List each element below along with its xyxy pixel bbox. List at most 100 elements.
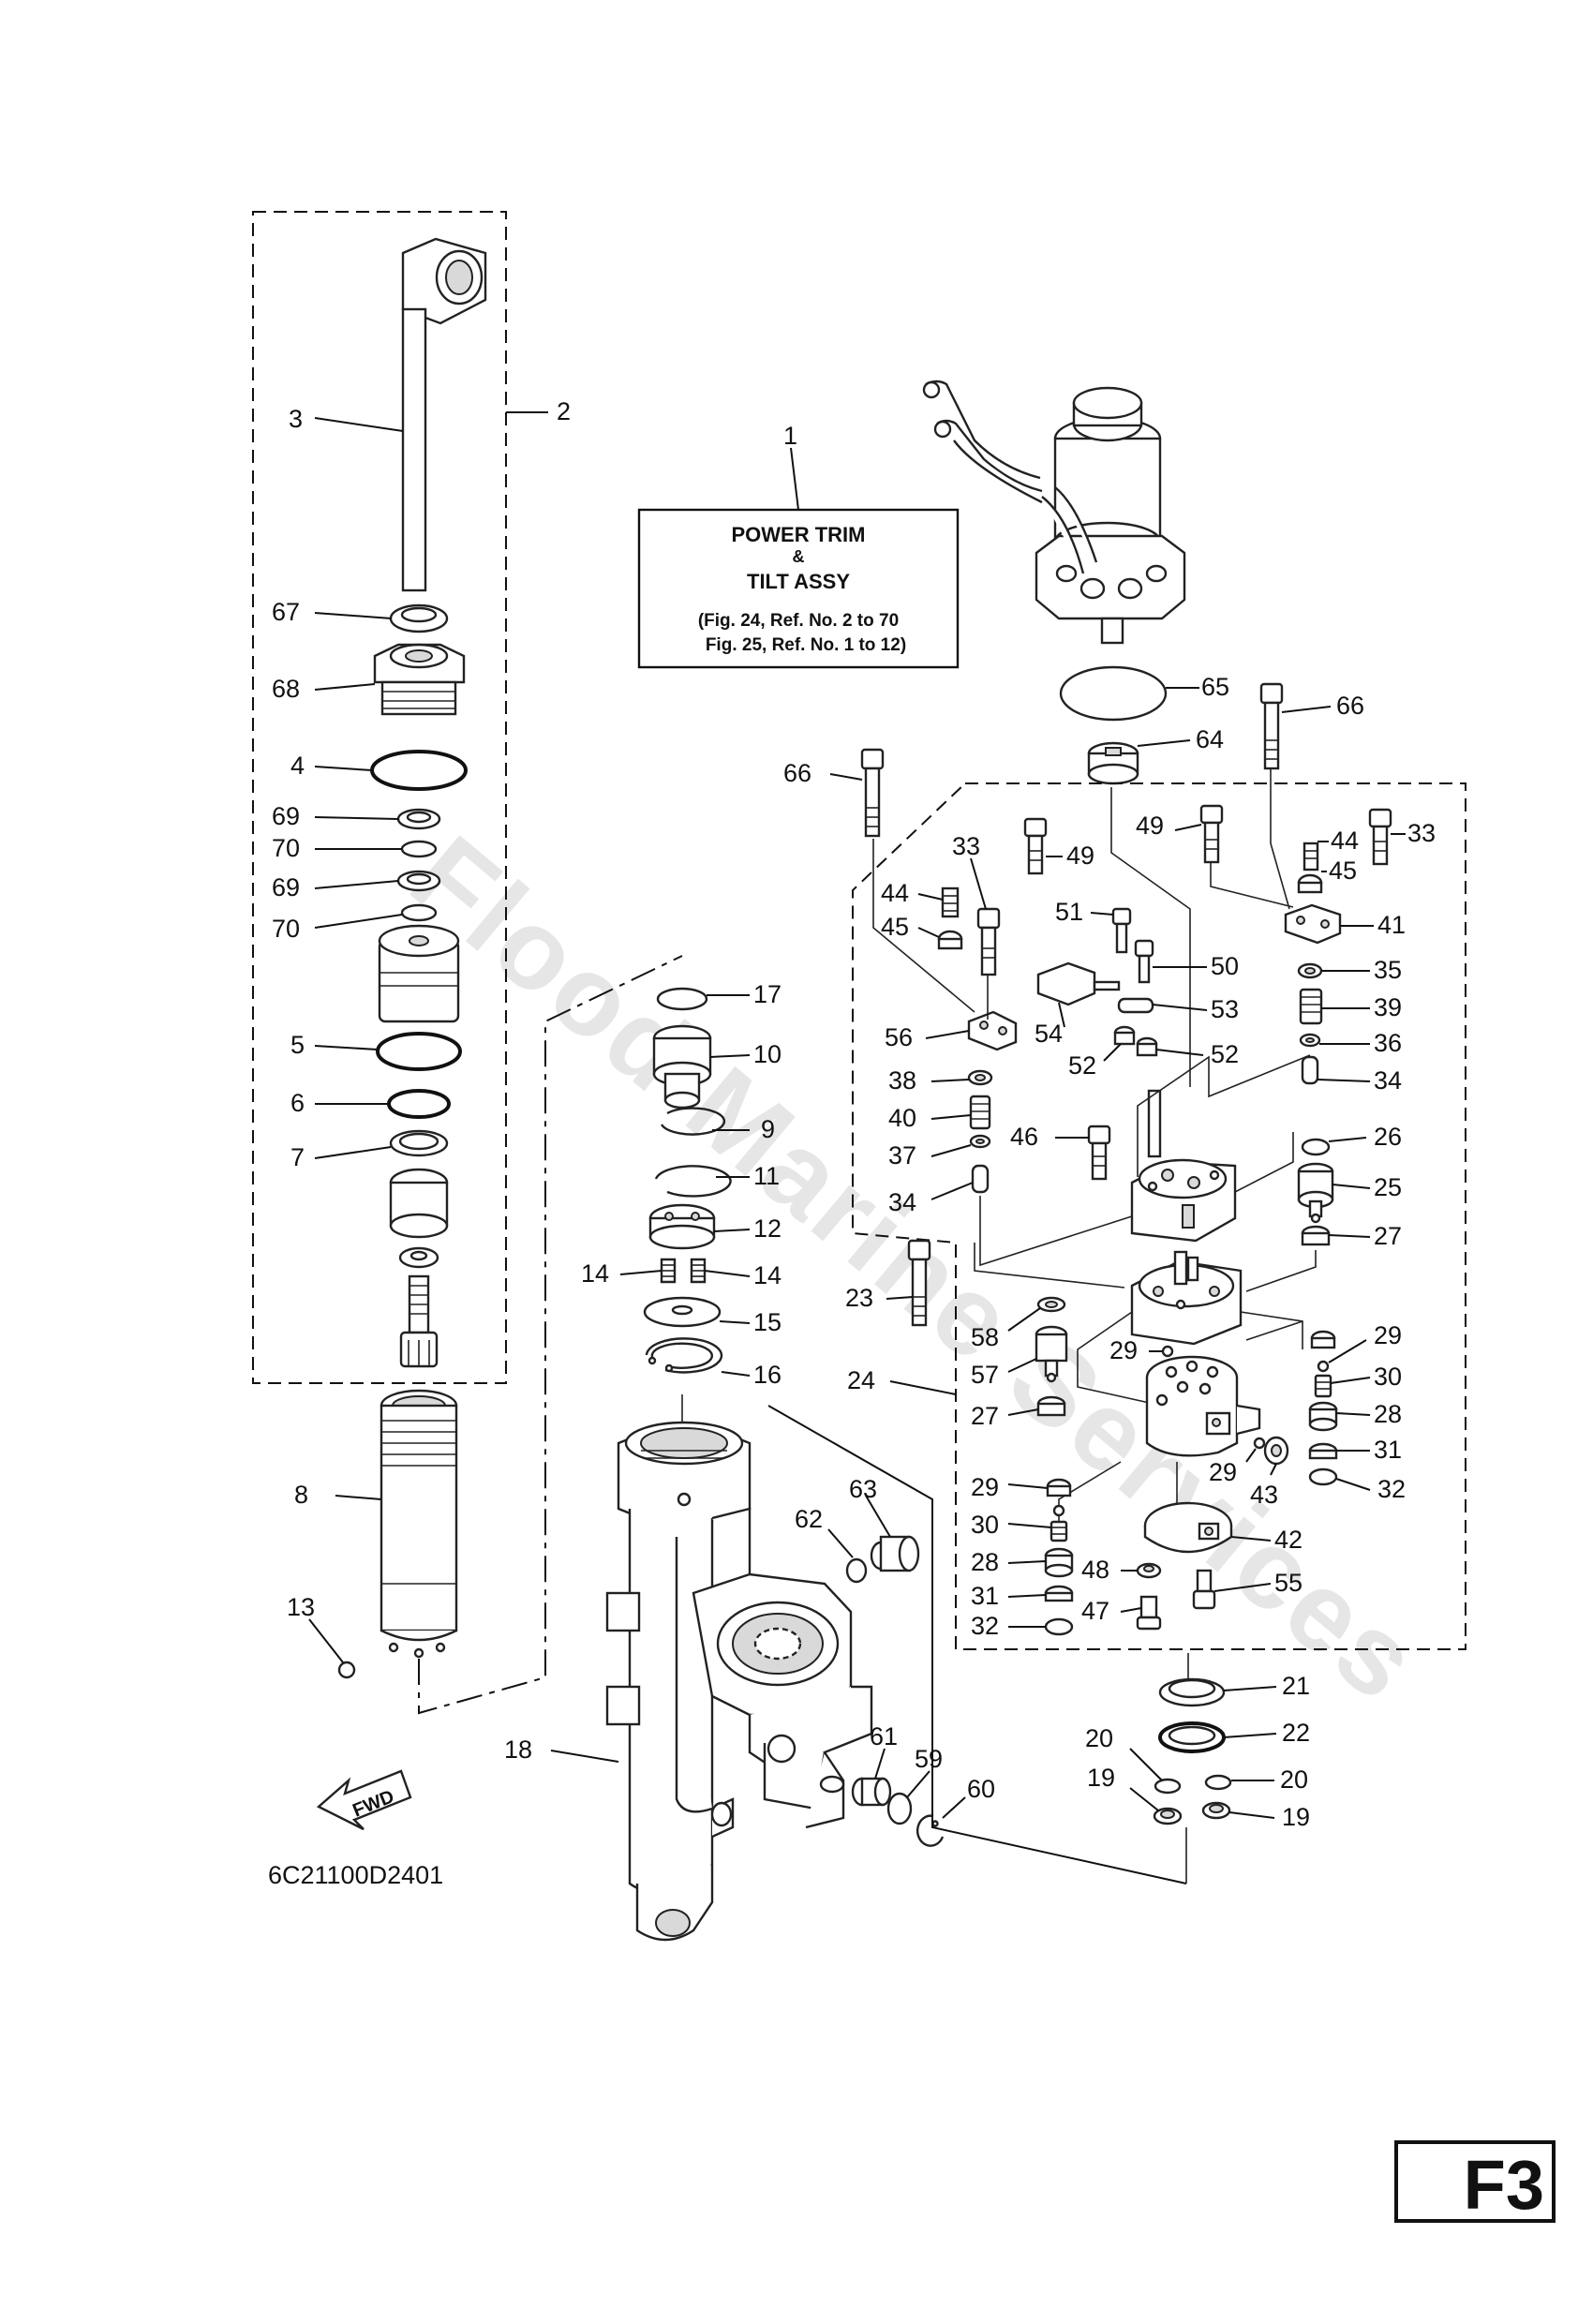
callout-28a: 28 [971,1548,999,1576]
leader-16 [721,1371,751,1377]
connector-cylinder-to-body [418,955,683,1715]
part-70-ring-b [400,903,438,922]
title-line2: & [793,547,805,566]
part-68-gland-nut [373,643,466,716]
leader-56 [925,1030,970,1039]
leader-21 [1223,1686,1277,1691]
part-66-bolt-right [1259,682,1284,770]
leader-38 [930,1079,970,1082]
leader-19b [1228,1811,1275,1819]
fwd-arrow-icon: FWD [316,1769,412,1831]
part-pump-upper [1130,1089,1237,1243]
callout-35: 35 [1374,956,1402,984]
leader-45a [917,927,940,938]
callout-33b: 33 [1407,819,1436,847]
leader-40 [930,1114,972,1120]
part-69-seal-a [396,808,441,830]
part-26-o-ring [1301,1138,1331,1156]
callout-21: 21 [1282,1672,1310,1700]
part-50-screw [1134,939,1154,984]
leader-15 [719,1320,751,1324]
part-25-valve [1297,1162,1334,1224]
callout-4: 4 [290,752,305,780]
callout-26: 26 [1374,1123,1402,1151]
callout-24: 24 [847,1366,875,1394]
leader-53 [1152,1004,1208,1011]
callout-42: 42 [1274,1526,1303,1554]
callout-29a: 29 [1109,1336,1138,1364]
leader-28b [1335,1412,1371,1416]
callout-53: 53 [1211,995,1239,1023]
part-28-valve-right [1308,1401,1338,1432]
part-21-seal [1158,1677,1226,1707]
part-30-spring-right [1314,1374,1332,1398]
centerline-27b [1245,1250,1317,1292]
part-bolt-long [399,1274,439,1368]
part-29-ball-c [1253,1437,1266,1450]
part-31-seat-right [1308,1442,1338,1460]
leader-51 [1090,912,1114,916]
part-49-bolt-right [1199,804,1224,864]
callout-65: 65 [1201,673,1229,701]
leader-23 [886,1296,914,1300]
leader-44a [917,893,944,901]
part-49-bolt-left [1023,817,1048,875]
leader-25 [1332,1184,1371,1189]
leader-67 [314,612,393,619]
callout-45b: 45 [1329,857,1357,885]
leader-59 [906,1770,930,1798]
centerline-34a [979,1196,1139,1267]
part-69-seal-b [396,870,441,892]
part-34-pin-right [1301,1055,1319,1085]
leader-66a [829,773,863,781]
leader-27a [1007,1408,1039,1416]
callout-50: 50 [1211,952,1239,980]
callout-13: 13 [287,1593,315,1621]
callout-58: 58 [971,1323,999,1351]
part-59-o-ring [886,1792,913,1825]
leader-29c [1245,1448,1257,1463]
part-42-cover-plate [1143,1501,1233,1554]
leader-68 [314,683,376,691]
centerline-49b [1210,862,1294,908]
leader-14b [704,1270,751,1277]
leader-47 [1120,1607,1142,1613]
leader-30b [1330,1377,1371,1384]
leader-52b [1155,1049,1204,1056]
leader-60 [942,1796,966,1819]
callout-49b: 49 [1136,812,1164,840]
part-27-seat-left [1036,1395,1066,1417]
callout-43: 43 [1250,1481,1278,1509]
part-19-seat-right [1201,1801,1231,1820]
leader-22 [1223,1733,1277,1738]
part-15-washer [643,1296,722,1328]
leader-66b [1281,706,1332,713]
callout-36: 36 [1374,1029,1402,1057]
callout-11: 11 [753,1162,780,1190]
part-44-spring-left [941,886,960,918]
part-14-spring-a [660,1258,677,1284]
part-8-cylinder-tube [380,1389,458,1659]
callout-47: 47 [1081,1597,1109,1625]
callout-27b: 27 [1374,1222,1402,1250]
callout-14a: 14 [581,1259,609,1288]
callout-49a: 49 [1066,842,1094,870]
leader-43 [1270,1463,1277,1476]
part-63-plug [870,1535,920,1572]
callout-40: 40 [888,1104,916,1132]
leader-28a [1007,1560,1047,1564]
centerline-66a [872,839,975,1013]
part-65-o-ring [1059,665,1168,722]
callout-59: 59 [915,1745,943,1773]
centerline-23 [974,1243,1125,1289]
part-16-circlip [645,1337,723,1374]
leader-7 [314,1146,392,1159]
part-66-bolt-left [860,748,885,838]
part-29-ball-d [1052,1504,1065,1517]
callout-44b: 44 [1331,827,1359,855]
callout-57: 57 [971,1361,999,1389]
centerline-pump-upper [1137,1054,1311,1177]
callout-64: 64 [1196,725,1224,753]
leader-29d [1007,1483,1049,1489]
part-44-spring-right [1303,842,1319,872]
